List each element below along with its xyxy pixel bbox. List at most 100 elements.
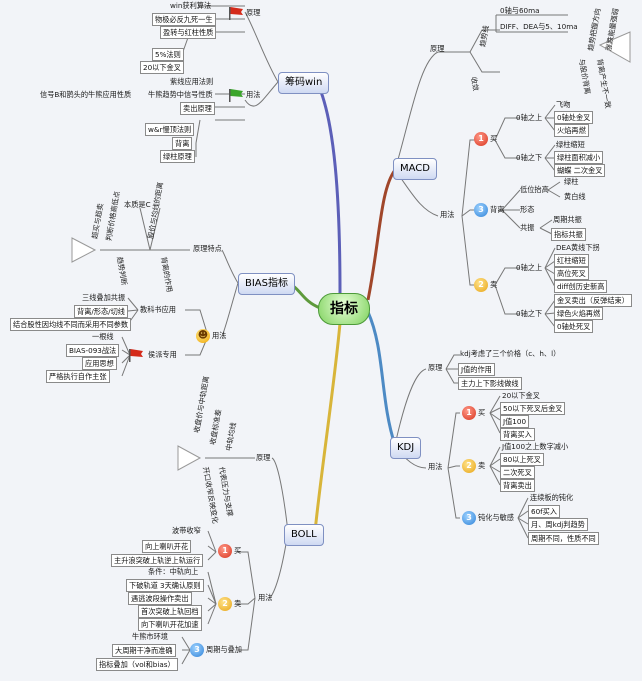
boll-s5: 向下喇叭开花加速 [138,618,202,631]
macd-gaowei: 高位死叉 [554,267,589,280]
bias-jiaokeshu[interactable]: 教科书应用 [140,305,176,314]
kdj-r2: J值的作用 [458,363,495,376]
macd-yongfa[interactable]: 用法 [440,210,455,219]
macd-gongzhen[interactable]: 共振 [520,223,535,232]
kdj-buy[interactable]: 买 [478,408,486,417]
chouma-u2: 信号B和鹊头的牛熊应用性质 [40,90,132,99]
macd-dimian[interactable]: 低位抬高 [520,185,549,194]
kdj-b4: 背离买入 [500,428,535,441]
bias-h1: 一根线 [92,332,114,341]
kdj-s3: 二次死叉 [500,466,535,479]
branch-bias[interactable]: BIAS指标 [238,273,295,295]
kdj-yongfa[interactable]: 用法 [428,462,443,471]
boll-c3: 指标叠加（vol和bias） [96,658,178,671]
macd-zero-gold: 0轴处金叉 [554,111,594,124]
boll-s3: 遇逃波段操作卖出 [128,592,192,605]
macd-beili[interactable]: 背离 [490,205,505,214]
macd-hongzhu: 红柱缩短 [554,254,589,267]
kdj-s4: 背离卖出 [500,479,535,492]
boll-yongfa[interactable]: 用法 [258,593,273,602]
macd-dea: DEA黄线下拐 [556,243,600,252]
kdj-s2: 80以上死叉 [500,453,544,466]
macd-above0-1[interactable]: 0轴之上 [516,113,543,122]
chouma-yuanli[interactable]: 原理 [246,8,261,17]
chouma-u6: 背离 [172,137,193,150]
kdj-r3: 主力上下影线做线 [458,377,522,390]
macd-yuanli[interactable]: 原理 [430,44,445,53]
boll-yuanli[interactable]: 原理 [256,453,271,462]
macd-above0-2[interactable]: 0轴之上 [516,263,543,272]
number-2-icon: 2 [474,278,488,292]
macd-huang: 黄白线 [564,192,586,201]
macd-m1: 0轴与60ma [500,6,540,15]
macd-sell[interactable]: 卖 [490,280,498,289]
bias-k3: 结合股性因均线不同而采用不同参数 [10,318,132,331]
bias-k2: 背离/形态/切线 [74,305,128,318]
boll-zhouqi[interactable]: 周期与叠加 [206,645,242,654]
number-2-icon: 2 [218,597,232,611]
chouma-u1: 紫线应用法则 [170,77,214,86]
macd-lvzhu: 绿柱缩短 [556,140,585,149]
boll-b2: 向上喇叭开花 [142,540,192,553]
kdj-b2: 50以下死叉后金叉 [500,402,566,415]
macd-zhibiao: 指标共振 [551,228,586,241]
boll-sell[interactable]: 卖 [234,599,242,608]
macd-fei: 飞吻 [556,100,571,109]
kdj-dun[interactable]: 钝化与敏感 [478,513,514,522]
macd-xieyi: 蝴蝶 二次金叉 [554,164,606,177]
kdj-b3: J值100 [500,415,530,428]
boll-s2: 下破轨道 3天确认原则 [126,579,204,592]
branch-boll[interactable]: BOLL [284,524,324,546]
kdj-b1: 20以下金叉 [502,391,540,400]
macd-zero-dead: 0轴处死叉 [554,320,594,333]
branch-kdj[interactable]: KDJ [390,437,422,459]
kdj-t2: 60f买入 [528,505,561,518]
bias-k1: 三线叠加共振 [82,293,126,302]
chouma-y5: 20以下金叉 [140,61,184,74]
red-flag-icon [129,349,143,362]
boll-buy[interactable]: 买 [234,546,242,555]
chouma-u7: 绿柱原理 [160,150,195,163]
chouma-yongfa[interactable]: 用法 [246,90,261,99]
macd-below0-1[interactable]: 0轴之下 [516,153,543,162]
chouma-u3: 牛熊趋势中信号性质 [148,90,213,99]
macd-below0-2[interactable]: 0轴之下 [516,309,543,318]
green-flag-icon [229,89,243,102]
boll-c2: 大周期干净而准确 [112,644,176,657]
bias-h4: 严格执行自作主张 [46,370,110,383]
bias-yuanli[interactable]: 原理特点 [193,244,222,253]
boll-s4: 首次突破上轨回档 [138,605,202,618]
number-1-icon: 1 [462,406,476,420]
central-topic[interactable]: 指标 [318,293,370,325]
branch-macd[interactable]: MACD [393,158,437,180]
smiley-icon: ☻ [196,329,210,343]
kdj-yuanli[interactable]: 原理 [428,363,443,372]
chouma-y4: 5%法则 [152,48,184,61]
macd-lvzhu-small: 绿柱面积减小 [554,151,604,164]
macd-diff: diff创历史新高 [554,280,608,293]
macd-xingtai: 形态 [520,205,535,214]
macd-lvse: 绿色火焰再燃 [554,307,604,320]
chouma-y3: 盈转与红柱性质 [160,26,217,39]
chouma-u5: w&r慢顶法则 [145,123,195,136]
kdj-t3: 月、周kdj判趋势 [528,518,588,531]
boll-b1: 波带收窄 [172,526,201,535]
kdj-s1: J值100之上数字减小 [502,442,569,451]
bias-yongfa[interactable]: 用法 [212,331,227,340]
macd-lvzhu2: 绿柱 [564,177,579,186]
macd-m2: DIFF、DEA与5、10ma [500,22,578,31]
number-2-icon: 2 [462,459,476,473]
kdj-t4: 周期不同，性质不同 [528,532,599,545]
boll-b3: 主升浪突破上轨逆上轨运行 [111,554,204,567]
branch-chouma[interactable]: 筹码win [278,72,330,94]
kdj-sell[interactable]: 卖 [478,461,486,470]
bias-houyou[interactable]: 侯派专用 [148,350,177,359]
number-3-icon: 3 [190,643,204,657]
macd-buy[interactable]: 买 [490,134,498,143]
number-3-icon: 3 [462,511,476,525]
kdj-t1: 连续板的钝化 [530,493,574,502]
bias-benzhi: 本质是C [124,200,151,209]
macd-jincha: 金叉卖出（反弹结束） [554,294,632,307]
